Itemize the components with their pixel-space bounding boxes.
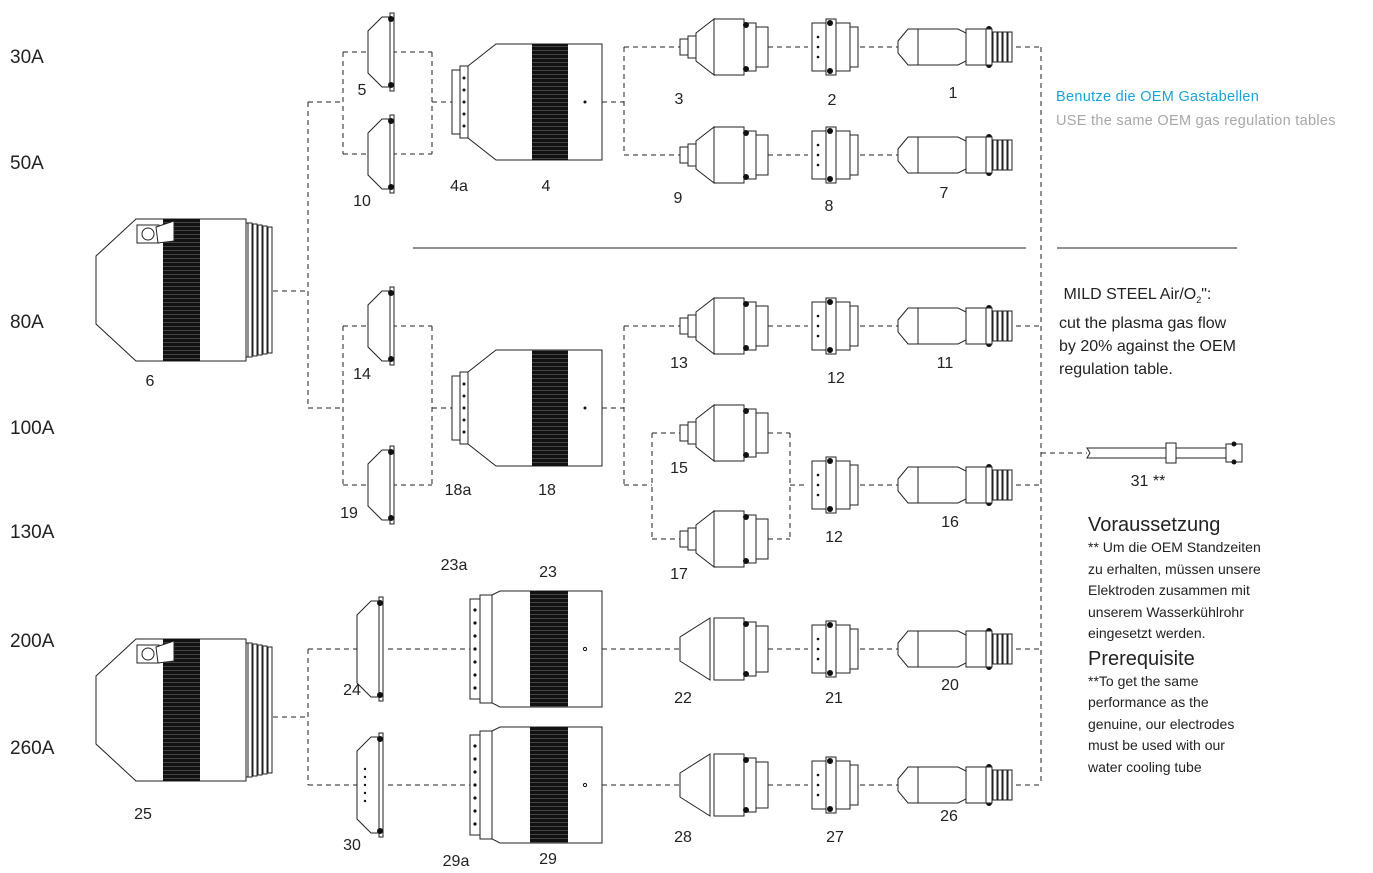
part-label: 29 — [539, 851, 557, 869]
connector-right — [1041, 47, 1087, 785]
voraussetzung-line: eingesetzt werden. — [1088, 623, 1261, 645]
swirl-ring-12b — [812, 457, 858, 513]
amperage-80A: 80A — [10, 312, 44, 334]
electrode-16 — [898, 464, 1012, 506]
part-label: 23a — [441, 557, 468, 575]
mild-steel-line3: by 20% against the OEM — [1059, 335, 1236, 358]
part-label: 4 — [542, 178, 551, 196]
shield-cap-5 — [368, 13, 394, 91]
electrode-1 — [898, 26, 1012, 68]
voraussetzung-line: Elektroden zusammen mit — [1088, 580, 1261, 602]
amperage-260A: 260A — [10, 738, 54, 760]
shield-cap-14 — [368, 287, 394, 365]
part-label: 11 — [937, 355, 954, 373]
mild-steel-line4: regulation table. — [1059, 358, 1236, 381]
nozzle-28 — [680, 754, 768, 816]
part-label: 10 — [353, 193, 371, 211]
swirl-ring-27 — [812, 757, 858, 813]
part-label: 7 — [940, 185, 949, 203]
part-label: 28 — [674, 829, 692, 847]
prerequisite-line: performance as the — [1088, 692, 1261, 714]
part-label: 12 — [825, 529, 843, 547]
gas-table-note-en: USE the same OEM gas regulation tables — [1056, 113, 1336, 129]
part-label: 14 — [353, 366, 371, 384]
water-cooling-tube-31 — [1087, 442, 1242, 465]
shield-cap-30 — [357, 733, 383, 837]
connector-25 — [273, 649, 1041, 785]
electrode-26 — [898, 764, 1012, 806]
prerequisite-title: Prerequisite — [1088, 647, 1261, 671]
part-label: 25 — [134, 806, 152, 824]
part-label: 8 — [825, 198, 834, 216]
part-label: 9 — [674, 190, 683, 208]
part-label: 20 — [941, 677, 959, 695]
nozzle-13 — [680, 298, 768, 354]
prerequisite-line: **To get the same — [1088, 671, 1261, 693]
voraussetzung-line: unserem Wasserkühlrohr — [1088, 602, 1261, 624]
part-label: 13 — [670, 355, 688, 373]
part-label: 30 — [343, 837, 361, 855]
amperage-30A: 30A — [10, 47, 44, 69]
part-label: 23 — [539, 564, 557, 582]
part-label: 18a — [445, 482, 472, 500]
voraussetzung-line: ** Um die OEM Standzeiten — [1088, 537, 1261, 559]
voraussetzung-block: Voraussetzung ** Um die OEM Standzeiten … — [1088, 513, 1261, 778]
torch-body-25 — [96, 639, 272, 781]
nozzle-15 — [680, 405, 768, 461]
amperage-100A: 100A — [10, 418, 54, 440]
part-label: 15 — [670, 460, 688, 478]
amperage-50A: 50A — [10, 153, 44, 175]
part-label: 4a — [450, 178, 468, 196]
nozzle-9 — [680, 127, 768, 183]
mild-steel-line2: cut the plasma gas flow — [1059, 312, 1236, 335]
torch-body-6 — [96, 219, 272, 361]
part-label: 19 — [340, 505, 358, 523]
swirl-ring-2 — [812, 19, 858, 75]
part-label: 24 — [343, 682, 361, 700]
part-label: 12 — [827, 370, 845, 388]
nozzle-22 — [680, 618, 768, 680]
swirl-ring-21 — [812, 621, 858, 677]
gas-table-note-de: Benutze die OEM Gastabellen — [1056, 89, 1259, 105]
connector-torch6 — [273, 102, 308, 408]
retaining-cap-4 — [452, 44, 602, 160]
voraussetzung-title: Voraussetzung — [1088, 513, 1261, 537]
part-label: 22 — [674, 690, 692, 708]
mild-steel-line1: MILD STEEL Air/O2": — [1059, 283, 1236, 312]
part-label: 21 — [825, 690, 843, 708]
nozzle-17 — [680, 511, 768, 567]
prerequisite-line: must be used with our — [1088, 735, 1261, 757]
part-label: 6 — [146, 373, 155, 391]
amperage-200A: 200A — [10, 631, 54, 653]
retaining-cap-23 — [470, 591, 602, 707]
amperage-130A: 130A — [10, 522, 54, 544]
part-label: 2 — [828, 92, 837, 110]
part-label: 16 — [941, 514, 959, 532]
shield-cap-10 — [368, 115, 394, 193]
retaining-cap-29 — [470, 727, 602, 843]
part-label: 18 — [538, 482, 556, 500]
electrode-11 — [898, 305, 1012, 347]
electrode-7 — [898, 134, 1012, 176]
part-label: 5 — [358, 82, 367, 100]
mild-steel-note: MILD STEEL Air/O2": cut the plasma gas f… — [1059, 283, 1236, 381]
voraussetzung-line: zu erhalten, müssen unsere — [1088, 559, 1261, 581]
nozzle-3 — [680, 19, 768, 75]
shield-cap-19 — [368, 446, 394, 524]
swirl-ring-12a — [812, 298, 858, 354]
swirl-ring-8 — [812, 127, 858, 183]
part-label: 31 ** — [1131, 473, 1166, 491]
prerequisite-line: genuine, our electrodes — [1088, 714, 1261, 736]
part-label: 26 — [940, 808, 958, 826]
part-label: 17 — [670, 566, 688, 584]
part-label: 27 — [826, 829, 844, 847]
part-label: 29a — [443, 853, 470, 871]
retaining-cap-18 — [452, 350, 602, 466]
electrode-20 — [898, 628, 1012, 670]
part-label: 1 — [949, 85, 958, 103]
part-label: 3 — [675, 91, 684, 109]
prerequisite-line: water cooling tube — [1088, 757, 1261, 779]
